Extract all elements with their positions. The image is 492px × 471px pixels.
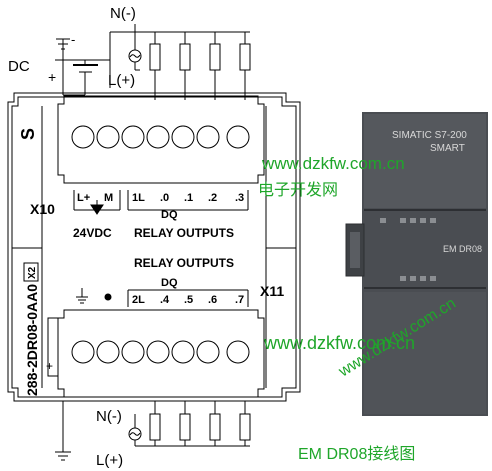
top-output-bracket (127, 190, 249, 211)
top-terminal-screw[interactable] (96, 125, 120, 149)
top-output-label: .2 (208, 192, 217, 204)
power-plus-label: L+ (77, 192, 90, 204)
top-common-label: 1L (132, 192, 145, 204)
down-arrow-icon (90, 204, 104, 215)
module-photo (345, 112, 488, 416)
dc-label: DC (8, 58, 30, 75)
power-voltage-label: 24VDC (73, 226, 112, 240)
bottom-terminal-screw[interactable] (71, 340, 95, 364)
diagram-caption: EM DR08接线图 (298, 446, 416, 463)
bottom-output-label: .4 (160, 294, 170, 306)
watermark-url-middle: www.dzkfw.com.cn (264, 333, 416, 353)
module-outline (7, 92, 301, 402)
part-suffix: X2 (27, 266, 38, 279)
photo-series: SMART (430, 143, 465, 154)
bottom-group-title: RELAY OUTPUTS (134, 256, 234, 270)
bottom-loads (149, 401, 251, 446)
top-terminal-block (57, 95, 265, 184)
top-dq-label: DQ (161, 209, 178, 221)
top-group-title: RELAY OUTPUTS (134, 226, 234, 240)
bottom-supply (55, 401, 251, 461)
bottom-terminal-screw[interactable] (146, 340, 170, 364)
watermark-url-top: www.dzkfw.com.cn (262, 154, 405, 173)
bottom-terminal-screw[interactable] (171, 340, 195, 364)
top-loads (149, 32, 251, 100)
photo-brand: SIMATIC S7-200 (392, 130, 467, 141)
power-terminal-labels (73, 190, 121, 215)
bottom-terminal-screw[interactable] (226, 340, 250, 364)
bottom-terminal-screw[interactable] (196, 340, 220, 364)
bottom-output-label: .6 (208, 294, 217, 306)
part-suffix-box (23, 262, 39, 282)
bottom-terminal-screw[interactable] (96, 340, 120, 364)
top-output-label: .1 (184, 192, 193, 204)
top-output-label: .3 (235, 192, 244, 204)
connector-x11-label: X11 (260, 283, 284, 299)
bottom-dq-label: DQ (161, 277, 178, 289)
top-terminal-screw[interactable] (171, 125, 195, 149)
top-neutral-label: N(-) (110, 5, 136, 22)
power-minus-label: M (104, 192, 113, 204)
connector-x10-label: X10 (30, 201, 55, 217)
top-terminal-screw[interactable] (71, 125, 95, 149)
top-supply: DC - + N(-) L(+) (8, 5, 251, 100)
bottom-output-label: .5 (184, 294, 193, 306)
bottom-neutral-label: N(-) (96, 408, 122, 425)
top-terminal-screw[interactable] (121, 125, 145, 149)
watermark-site-name: 电子开发网 (258, 182, 339, 199)
top-terminal-screw[interactable] (226, 125, 250, 149)
bottom-line-label: L(+) (96, 452, 123, 469)
no-connect-dot-icon (104, 293, 112, 301)
siemens-logo-icon: S (18, 128, 38, 140)
bottom-left-clip: + (46, 317, 59, 377)
dc-battery-symbol (55, 32, 111, 96)
top-terminal-screw[interactable] (196, 125, 220, 149)
bottom-output-bracket (127, 289, 249, 307)
photo-model: EM DR08 (443, 244, 482, 254)
clip-plus-icon: + (46, 359, 53, 373)
bottom-terminal-screw[interactable] (121, 340, 145, 364)
bottom-output-label: .7 (235, 294, 244, 306)
dc-minus-sign: - (71, 32, 75, 47)
part-number: 288-2DR08-0AA0 (24, 284, 40, 396)
bottom-terminal-block (57, 309, 265, 398)
top-output-label: .0 (160, 192, 169, 204)
dc-plus-sign: + (48, 69, 56, 85)
top-line-label: L(+) (108, 72, 135, 89)
ground-icon (76, 288, 88, 304)
top-terminal-screw[interactable] (146, 125, 170, 149)
bottom-common-label: 2L (132, 294, 145, 306)
